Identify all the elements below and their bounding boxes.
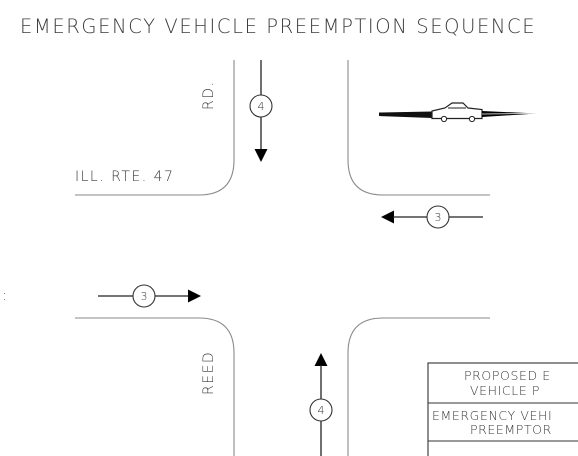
legend-header-line-2: VEHICLE P — [470, 383, 540, 398]
phase-number-northbound: 4 — [318, 404, 325, 417]
phase-circle-southbound — [249, 94, 273, 118]
curb-northwest — [75, 60, 235, 196]
westbound-phase-arrow: 3 — [381, 205, 483, 229]
intersection-curbs — [75, 60, 490, 456]
phase-number-westbound: 3 — [435, 211, 442, 224]
street-label-ill-rte-47: ILL. RTE. 47 — [75, 169, 174, 185]
legend-item-line-1: EMERGENCY VEHI — [432, 408, 552, 423]
northbound-phase-arrow: 4 — [309, 353, 333, 456]
emergency-vehicle-icon — [379, 102, 538, 123]
southbound-phase-arrow: 4 — [249, 60, 273, 162]
street-label-rd: RD. — [201, 81, 217, 110]
curb-southwest — [75, 317, 235, 456]
eastbound-phase-arrow: 3 — [98, 284, 201, 308]
legend-header-line-1: PROPOSED E — [464, 368, 551, 383]
street-label-reed: REED — [201, 351, 217, 395]
phase-number-southbound: 4 — [258, 100, 265, 113]
phase-circle-westbound — [426, 205, 450, 229]
phase-circle-northbound — [309, 398, 333, 422]
phase-number-eastbound: 3 — [141, 290, 148, 303]
legend-box: PROPOSED E VEHICLE P EMERGENCY VEHI PREE… — [427, 362, 578, 456]
curb-northeast — [347, 60, 490, 196]
diagram-title: EMERGENCY VEHICLE PREEMPTION SEQUENCE — [20, 15, 536, 38]
curb-southeast — [347, 317, 490, 456]
legend-item-line-2: PREEMPTOR — [470, 422, 552, 437]
left-edge-mark: : — [2, 288, 7, 304]
phase-circle-eastbound — [132, 284, 156, 308]
